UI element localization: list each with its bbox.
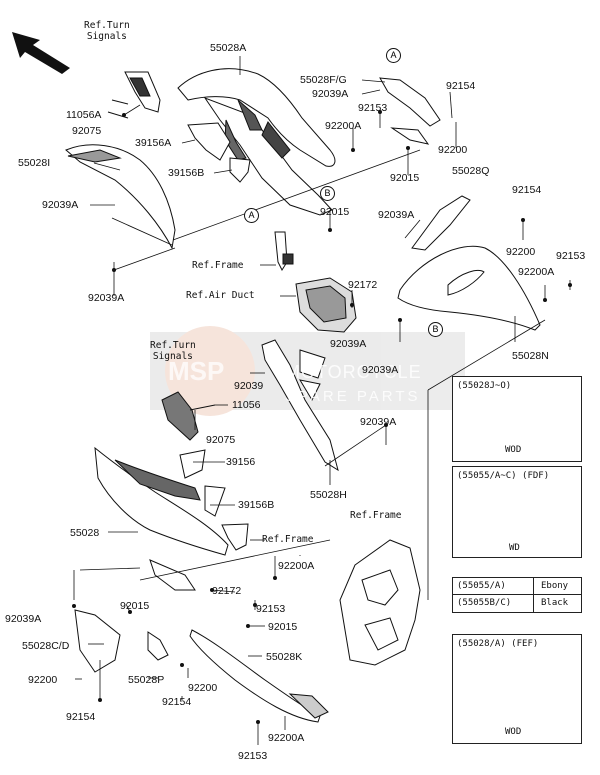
label-92154-2: 92154 bbox=[512, 184, 542, 196]
label-92075-2: 92075 bbox=[206, 434, 236, 446]
variant-panel-1-caption: WOD bbox=[505, 445, 522, 455]
label-92039A-4: 92039A bbox=[88, 292, 125, 304]
marker-a-mid: A bbox=[244, 208, 259, 223]
turn-signal-bracket-top bbox=[107, 71, 161, 119]
label-39156: 39156 bbox=[226, 456, 256, 468]
lower-fairing-55028 bbox=[94, 446, 249, 591]
lower-cover-55028K bbox=[189, 629, 329, 723]
marker-b-mid: B bbox=[428, 322, 443, 337]
label-92015-2: 92015 bbox=[320, 206, 350, 218]
upper-cowl-55028A bbox=[177, 68, 336, 216]
label-55028N: 55028N bbox=[512, 350, 549, 362]
label-55028P: 55028P bbox=[128, 674, 165, 686]
label-92039A-2: 92039A bbox=[42, 199, 79, 211]
ref-air-duct: Ref.Air Duct bbox=[186, 290, 255, 301]
color-table-part-1: (55055/A) bbox=[457, 581, 506, 591]
label-92039A-6: 92039A bbox=[362, 364, 399, 376]
variant-panel-55028A: (55028/A) (FEF) WOD bbox=[452, 634, 582, 744]
label-92172-2: 92172 bbox=[212, 585, 242, 597]
frame-bracket-top bbox=[274, 231, 294, 272]
ref-turn-signals-top: Ref.Turn Signals bbox=[84, 20, 130, 42]
watermark-line1: MOTORCYCLE bbox=[285, 362, 422, 382]
label-92039A-5: 92039A bbox=[330, 338, 367, 350]
label-92154-4: 92154 bbox=[66, 711, 96, 723]
label-11056: 11056 bbox=[232, 399, 261, 411]
color-table-part-2: (55055B/C) bbox=[457, 598, 512, 608]
variant-panel-3-title: (55028/A) (FEF) bbox=[457, 639, 539, 649]
inner-panel-55028H bbox=[261, 339, 339, 472]
reflector-55028FG bbox=[379, 77, 441, 145]
color-table-color-1: Ebony bbox=[541, 581, 569, 591]
label-92039A-7: 92039A bbox=[360, 416, 397, 428]
frame-right bbox=[339, 539, 421, 666]
cover-55028Q bbox=[411, 195, 471, 251]
leader-lines bbox=[73, 56, 571, 745]
label-55028A: 55028A bbox=[210, 42, 247, 54]
color-table: (55055/A) Ebony (55055B/C) Black bbox=[452, 577, 582, 613]
label-92200A-1: 92200A bbox=[325, 120, 362, 132]
bracket-39156A bbox=[187, 122, 251, 183]
label-92039-1: 92039 bbox=[234, 380, 264, 392]
label-92200-1: 92200 bbox=[438, 144, 468, 156]
variant-panel-2-title: (55055/A~C) (FDF) bbox=[457, 471, 550, 481]
label-92200-2: 92200 bbox=[506, 246, 536, 258]
label-92015-3: 92015 bbox=[120, 600, 150, 612]
ref-frame-top: Ref.Frame bbox=[192, 260, 244, 271]
label-92015-1: 92015 bbox=[390, 172, 420, 184]
label-92153-4: 92153 bbox=[238, 750, 268, 762]
label-55028H: 55028H bbox=[310, 489, 347, 501]
label-39156B-2: 39156B bbox=[238, 499, 275, 511]
watermark-brand: MSP bbox=[168, 356, 225, 386]
air-duct-component bbox=[295, 277, 357, 333]
lower-cover-55028CD bbox=[74, 609, 121, 673]
label-55028I: 55028I bbox=[18, 157, 51, 169]
variant-panel-1-title: (55028J~O) bbox=[457, 381, 512, 391]
ref-frame-right: Ref.Frame bbox=[350, 510, 402, 521]
label-92153-3: 92153 bbox=[256, 603, 286, 615]
label-92153-1: 92153 bbox=[358, 102, 388, 114]
label-92075-1: 92075 bbox=[72, 125, 102, 137]
label-39156A: 39156A bbox=[135, 137, 172, 149]
variant-panel-55028J-O: (55028J~O) WOD bbox=[452, 376, 582, 462]
variant-panel-2-caption: WD bbox=[509, 543, 520, 553]
marker-a-top: A bbox=[386, 48, 401, 63]
variant-panel-3-caption: WOD bbox=[505, 727, 522, 737]
variant-panel-55055: (55055/A~C) (FDF) WD bbox=[452, 466, 582, 558]
label-55028Q: 55028Q bbox=[452, 165, 490, 177]
label-92154-3: 92154 bbox=[162, 696, 192, 708]
label-92153-2: 92153 bbox=[556, 250, 586, 262]
side-fairing-55028N bbox=[397, 245, 541, 331]
label-55028: 55028 bbox=[70, 527, 100, 539]
label-92039A-8: 92039A bbox=[5, 613, 42, 625]
label-92200-4: 92200 bbox=[188, 682, 218, 694]
watermark-line2: SPARE PARTS bbox=[285, 388, 421, 405]
label-92200A-4: 92200A bbox=[268, 732, 305, 744]
label-55028K: 55028K bbox=[266, 651, 303, 663]
marker-b-top: B bbox=[320, 186, 335, 201]
label-92015-4: 92015 bbox=[268, 621, 298, 633]
label-55028CD: 55028C/D bbox=[22, 640, 70, 652]
color-table-color-2: Black bbox=[541, 598, 569, 608]
label-92154-1: 92154 bbox=[446, 80, 476, 92]
ref-frame-mid: Ref.Frame bbox=[262, 534, 314, 545]
label-55028FG: 55028F/G bbox=[300, 74, 347, 86]
fastener-dots bbox=[72, 110, 572, 724]
lower-cover-55028P bbox=[147, 631, 169, 661]
ref-turn-signals-mid: Ref.Turn Signals bbox=[150, 340, 196, 362]
front-direction-arrow-icon bbox=[12, 32, 70, 74]
label-92200-3: 92200 bbox=[28, 674, 58, 686]
label-92200A-2: 92200A bbox=[518, 266, 555, 278]
label-92039A-1: 92039A bbox=[312, 88, 349, 100]
turn-signal-middle bbox=[161, 391, 216, 441]
label-92039A-3: 92039A bbox=[378, 209, 415, 221]
label-92172-1: 92172 bbox=[348, 279, 378, 291]
side-panel-55028I bbox=[65, 144, 176, 250]
label-11056A: 11056A bbox=[66, 109, 102, 121]
label-39156B-1: 39156B bbox=[168, 167, 205, 179]
label-92200A-3: 92200A bbox=[278, 560, 315, 572]
